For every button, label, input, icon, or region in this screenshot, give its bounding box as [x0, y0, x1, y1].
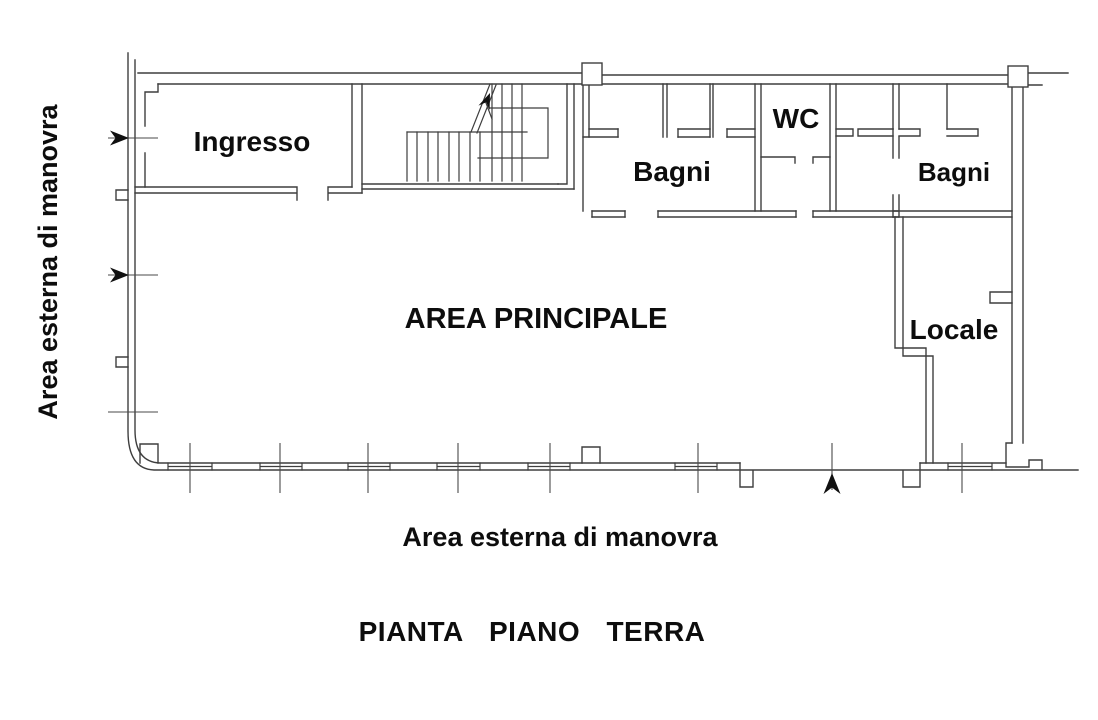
- drawing-title: PIANTA PIANO TERRA: [359, 616, 706, 647]
- bathroom-block-left: [582, 83, 762, 212]
- survey-ticks-layer: [108, 137, 963, 493]
- windows-layer: [167, 462, 993, 471]
- pillar-top-left: [581, 62, 603, 86]
- side-door-arrow-icon-2: [110, 267, 129, 283]
- room-label-wc: WC: [773, 103, 820, 134]
- labels-layer: Ingresso Bagni WC Bagni Locale AREA PRIN…: [33, 103, 998, 647]
- room-label-locale: Locale: [910, 314, 999, 345]
- wc-block: [760, 83, 837, 212]
- main-entrance-arrow-icon: [823, 473, 841, 494]
- bathroom-block-right: [835, 83, 1013, 218]
- staircase: [361, 83, 575, 190]
- bathroom-band-bottom-wall: [591, 210, 899, 218]
- side-door-arrow-icon-1: [110, 130, 129, 146]
- exterior-walls: [115, 52, 1079, 488]
- entrance-arrows: [110, 130, 841, 494]
- left-margin-label: Area esterna di manovra: [33, 103, 63, 419]
- room-ingresso-walls: [134, 83, 363, 201]
- stair-direction-arrow-icon: [478, 93, 490, 111]
- bottom-margin-label: Area esterna di manovra: [402, 522, 718, 552]
- room-label-bagni-left: Bagni: [633, 156, 711, 187]
- pillar-top-right: [1007, 65, 1029, 88]
- room-label-area-principale: AREA PRINCIPALE: [405, 303, 668, 335]
- stair-treads-lower: [406, 131, 481, 182]
- stair-treads-upper: [491, 83, 523, 182]
- room-label-ingresso: Ingresso: [194, 126, 311, 157]
- room-locale-walls: [894, 216, 1013, 464]
- stair-direction-line: [470, 83, 497, 134]
- pillars: [581, 62, 1029, 88]
- room-label-bagni-right: Bagni: [918, 157, 990, 187]
